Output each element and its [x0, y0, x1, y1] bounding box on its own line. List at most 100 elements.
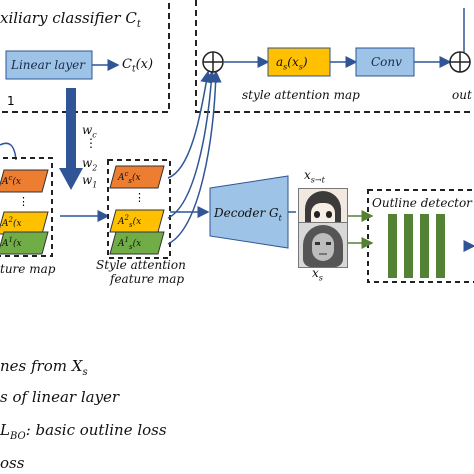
- legend-line-3-text: : basic outline loss: [25, 421, 167, 439]
- legend-line-1-text: nes from X: [0, 357, 83, 375]
- attention-card-c-sup: c: [124, 170, 129, 178]
- left-card-c-arg: (x: [12, 177, 22, 187]
- attention-curve-1: [167, 70, 213, 179]
- attention-card-1: [109, 231, 165, 255]
- legend-line-2: s of linear layer: [0, 388, 120, 406]
- weight-w1-label: w1: [82, 173, 97, 189]
- left-arc-arrow: [0, 142, 17, 161]
- attention-card-c-symbol: A: [118, 173, 125, 183]
- detector-bar: [420, 214, 429, 278]
- top-image-symbol: x: [304, 168, 311, 182]
- a-box-sub: s: [283, 62, 288, 72]
- style-attention-map-caption: style attention map: [242, 88, 360, 102]
- outline-detector-box: [367, 189, 474, 283]
- bottom-image-sub: s: [318, 273, 323, 283]
- attention-feature-stack: [109, 165, 165, 255]
- style-branch-box: [195, 0, 474, 113]
- attention-caption-line2: feature map: [110, 272, 185, 286]
- weight-w2-symbol: w: [82, 156, 93, 170]
- output-label: out: [452, 88, 472, 102]
- a-box-label: as(xs): [276, 55, 308, 71]
- aux-classifier-title-text: xiliary classifier: [0, 9, 121, 27]
- attention-card-1-sup: 1: [124, 236, 129, 244]
- left-feature-stack-box: [0, 157, 53, 257]
- decoder-shape: [209, 175, 289, 249]
- legend-line-3-sub: BO: [9, 431, 26, 442]
- left-stack-dots: ⋮: [18, 195, 29, 208]
- attention-stack-box: [107, 159, 171, 259]
- left-card-2-symbol: A: [2, 219, 9, 229]
- weight-w1-symbol: w: [82, 173, 93, 187]
- weight-wc-label: wc: [82, 123, 97, 139]
- aux-classifier-box: [0, 0, 170, 113]
- attention-card-2-arg: (x: [132, 217, 142, 227]
- left-card-1-arg: (x: [12, 239, 22, 249]
- weight-w2-sub: 2: [92, 163, 98, 173]
- a-box-paren: ): [302, 55, 308, 69]
- aux-classifier-title: xiliary classifier Ct: [0, 9, 141, 30]
- attention-card-c-label: Acs(x: [118, 170, 141, 185]
- attention-card-1-label: A1s(x: [118, 236, 141, 251]
- top-image-label: xs→t: [304, 168, 325, 184]
- weight-w2-label: w2: [82, 156, 97, 172]
- left-card-1-sup: 1: [8, 236, 13, 244]
- legend-line-1: nes from Xs: [0, 357, 88, 378]
- source-photo-image: [298, 222, 348, 268]
- top-image-sub: s→t: [310, 175, 325, 185]
- conv-box: [355, 47, 415, 77]
- decoder-label-sub: t: [278, 213, 282, 223]
- ct-output-label: Ct(x): [122, 57, 153, 75]
- a-box-arg-sub: s: [298, 62, 303, 72]
- aux-classifier-symbol: C: [125, 9, 137, 27]
- attention-card-c: [109, 165, 165, 189]
- attention-stack-dots: ⋮: [134, 191, 145, 204]
- left-card-1: [0, 231, 49, 255]
- attention-caption-line1: Style attention: [96, 258, 186, 272]
- weight-w1-sub: 1: [92, 180, 98, 190]
- legend-line-1-sub: s: [82, 367, 88, 378]
- left-card-c-symbol: A: [2, 177, 9, 187]
- attention-card-2-sup: 2: [124, 214, 129, 222]
- aux-classifier-symbol-sub: t: [136, 19, 141, 30]
- left-card-2-label: A2(x: [2, 216, 22, 229]
- attention-curve-3: [167, 70, 222, 245]
- legend-line-3: LBO: basic outline loss: [0, 421, 167, 442]
- detector-bar: [436, 214, 445, 278]
- legend-line-4: oss: [0, 454, 25, 472]
- weight-dots: ⋮: [85, 136, 97, 150]
- bottom-image-label: xs: [312, 266, 323, 282]
- attention-card-2-label: A2s(x: [118, 214, 141, 229]
- ct-output-sub: t: [131, 64, 136, 75]
- ct-output-arg: (x): [135, 57, 154, 72]
- left-stack-caption: ture map: [0, 262, 56, 276]
- one-label: 1: [7, 94, 15, 108]
- decoder-label: Decoder Gt: [214, 206, 282, 222]
- weights-down-arrow-shaft: [66, 88, 76, 170]
- detector-bar: [388, 214, 397, 278]
- attention-card-1-sub: s: [128, 242, 133, 251]
- attention-card-1-arg: (x: [132, 239, 142, 249]
- left-card-c-label: Ac(x: [2, 174, 21, 187]
- ct-output-symbol: C: [122, 57, 132, 72]
- attention-card-2-symbol: A: [118, 217, 125, 227]
- linear-layer-label: Linear layer: [11, 58, 85, 72]
- bottom-image-symbol: x: [312, 266, 319, 280]
- conv-label: Conv: [371, 55, 402, 69]
- decoder-label-text: Decoder G: [214, 206, 279, 220]
- attention-card-c-arg: (x: [132, 173, 141, 183]
- attention-card-2-sub: s: [128, 220, 133, 229]
- a-box-symbol: a: [276, 55, 284, 69]
- weight-wc-symbol: w: [82, 123, 93, 137]
- left-feature-stack: [0, 169, 49, 255]
- left-card-c: [0, 169, 49, 193]
- linear-layer-box: [5, 50, 93, 80]
- left-card-1-label: A1(x: [2, 236, 22, 249]
- a-box-arg: (x: [287, 55, 299, 69]
- left-card-2-sup: 2: [8, 216, 13, 224]
- weight-wc-sub: c: [92, 130, 97, 140]
- attention-card-c-sub: s: [128, 176, 133, 185]
- outline-detector-label: Outline detector: [372, 196, 472, 210]
- left-card-1-symbol: A: [2, 239, 9, 249]
- weights-down-arrow-head: [59, 168, 83, 190]
